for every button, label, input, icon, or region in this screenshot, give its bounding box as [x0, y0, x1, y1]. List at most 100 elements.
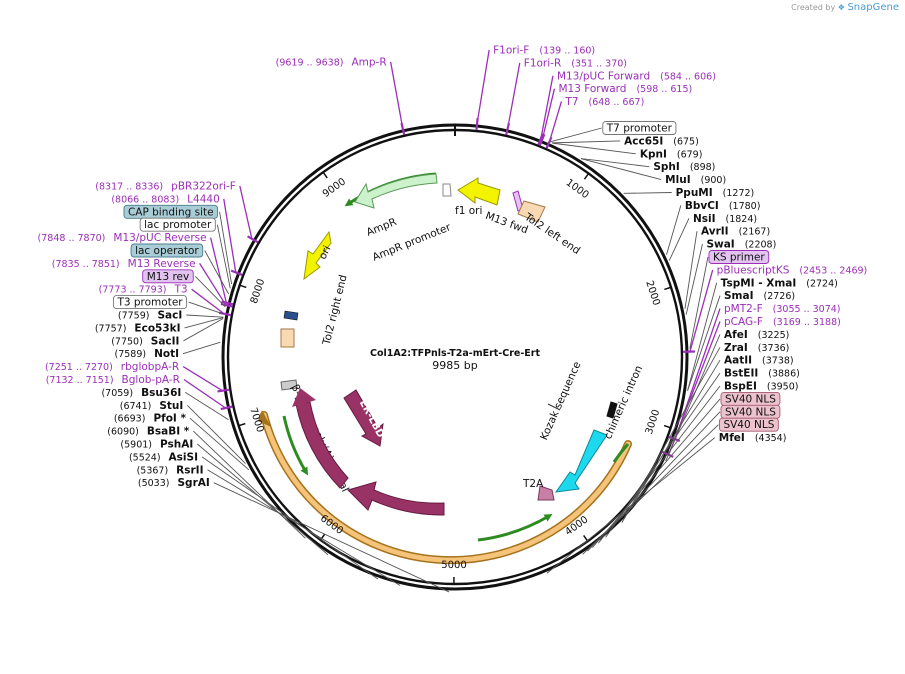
right_labels_rest-label-7[interactable]: NsiI(1824)	[693, 213, 757, 225]
feature-tol2-right-end[interactable]: Tol2 right end	[280, 274, 350, 348]
left_labels_rest-coord-12: (7750)	[111, 336, 143, 347]
right_labels_rest-name-12: TspMI - XmaI	[721, 277, 797, 289]
left_labels_rest-label-6[interactable]: M13 Reverse(7835 .. 7851)	[52, 258, 196, 270]
right_labels_rest-name-14: pMT2-F	[724, 303, 763, 315]
right_labels_rest-box-23	[718, 417, 779, 432]
right_labels_top-label-4[interactable]: T7(648 .. 667)	[564, 96, 644, 108]
right_labels_rest-label-20[interactable]: BspEI(3950)	[724, 381, 798, 393]
right_labels_rest-label-10[interactable]: KS primer	[713, 252, 765, 264]
right_labels_rest-label-24[interactable]: MfeI(4354)	[719, 432, 787, 444]
feature-label-t2a: T2A	[522, 478, 544, 490]
right_labels_rest-label-8[interactable]: AvrII(2167)	[701, 226, 770, 238]
left_labels_rest-label-16[interactable]: Bsu36I(7059)	[101, 387, 181, 399]
left_labels_rest-label-2[interactable]: CAP binding site	[128, 206, 214, 218]
erf-direction-arrow-left	[282, 415, 309, 476]
left_labels_rest-label-18[interactable]: PfoI *(6693)	[114, 413, 187, 425]
left_labels_rest-name-16: Bsu36I	[141, 387, 181, 399]
left_labels_top-label-0[interactable]: Amp-R(9619 .. 9638)	[276, 57, 387, 69]
left_labels_rest-leader-22	[207, 469, 401, 586]
left_labels_rest-label-15[interactable]: Bglob-pA-R(7132 .. 7151)	[46, 374, 180, 386]
right_labels_top-label-0[interactable]: F1ori-F(139 .. 160)	[493, 45, 595, 57]
left_labels_rest-label-1[interactable]: L4440(8066 .. 8083)	[111, 193, 219, 205]
left_labels_rest-label-17[interactable]: StuI(6741)	[120, 400, 184, 412]
right_labels_rest-label-17[interactable]: ZraI(3736)	[724, 342, 789, 354]
left_labels_rest-box-9	[112, 295, 188, 310]
right_labels_rest-coord-13: (2726)	[764, 291, 796, 302]
left_labels_rest-label-12[interactable]: SacII(7750)	[111, 335, 179, 347]
right_labels_rest-label-6[interactable]: BbvCI(1780)	[685, 200, 761, 212]
right_labels_rest-label-5[interactable]: PpuMI(1272)	[676, 187, 755, 199]
right_labels_rest-label-0[interactable]: T7 promoter	[606, 123, 673, 135]
left_labels_rest-label-21[interactable]: AsiSI(5524)	[129, 451, 198, 463]
feature-label-tol2-left-end: Tol2 left end	[522, 211, 583, 257]
left_labels_rest-leader-23	[213, 482, 450, 593]
right_labels_rest-label-16[interactable]: AfeI(3225)	[724, 329, 789, 341]
right_labels_rest-label-3[interactable]: SphI(898)	[653, 161, 715, 173]
right_labels_rest-label-22[interactable]: SV40 NLS	[725, 406, 776, 418]
left_labels_rest-coord-13: (7589)	[114, 349, 146, 360]
credit-created-by: Created by	[791, 3, 836, 12]
right_labels_rest-label-9[interactable]: SwaI(2208)	[706, 239, 776, 251]
left_labels_rest-label-7[interactable]: M13 rev	[147, 271, 190, 283]
left_labels_rest-label-20[interactable]: PshAI(5901)	[120, 439, 193, 451]
right_labels_rest-label-14[interactable]: pMT2-F (3055 .. 3074)	[724, 303, 841, 315]
left_labels_rest-leader-3	[216, 224, 231, 289]
feature-cre[interactable]: Cre	[347, 481, 445, 525]
right_labels_top-label-1[interactable]: F1ori-R(351 .. 370)	[524, 57, 627, 69]
right_labels_rest-label-13[interactable]: SmaI(2726)	[724, 290, 795, 302]
right_labels_rest-label-12[interactable]: TspMI - XmaI(2724)	[721, 277, 838, 289]
feature-ert2[interactable]: ERT2	[292, 388, 349, 489]
feature-kozak-sequence[interactable]: Kozak sequence	[538, 360, 583, 442]
tick-label-2000: 2000	[643, 279, 661, 307]
right_labels_rest-label-21[interactable]: SV40 NLS	[725, 393, 776, 405]
right_labels_rest-label-19[interactable]: BstEII(3886)	[724, 368, 800, 380]
left_labels_rest-label-9[interactable]: T3 promoter	[116, 297, 183, 309]
left_labels_rest-label-5[interactable]: lac operator	[135, 245, 199, 257]
right_labels_rest-label-4[interactable]: MluI(900)	[665, 174, 726, 186]
right_labels_rest-label-11[interactable]: pBluescriptKS(2453 .. 2469)	[717, 264, 868, 276]
right_labels_top-label-3[interactable]: M13 Forward(598 .. 615)	[558, 83, 692, 95]
left_labels_rest-label-4[interactable]: M13/pUC Reverse(7848 .. 7870)	[38, 232, 207, 244]
right_labels_rest-name-8: AvrII	[701, 226, 729, 238]
feature-chimeric-intron[interactable]: chimeric intron	[602, 364, 645, 441]
right_labels_rest-label-2[interactable]: KpnI(679)	[640, 148, 703, 160]
left_labels_rest-label-22[interactable]: RsrII(5367)	[137, 464, 204, 476]
left_labels_rest-coord-17: (6741)	[120, 401, 152, 412]
right_labels_rest-label-18[interactable]: AatII(3738)	[724, 355, 794, 367]
left_labels_rest-coord-19: (6090)	[107, 427, 139, 438]
feature-t2a[interactable]: T2A	[522, 478, 555, 501]
left_labels_rest-leader-5	[204, 250, 229, 295]
left_labels_rest-name-9: T3 promoter	[116, 297, 183, 309]
left_labels_rest-primer-mark-14	[217, 388, 230, 393]
mtfp-direction-arrow	[612, 443, 630, 463]
left_labels_rest-name-20: PshAI	[160, 439, 193, 451]
feature-f1-ori[interactable]: f1 ori	[455, 177, 501, 217]
left_labels_rest-label-23[interactable]: SgrAI(5033)	[138, 477, 210, 489]
right_labels_rest-leader-16	[665, 334, 721, 462]
right_labels_top-label-2[interactable]: M13/pUC Forward(584 .. 606)	[557, 70, 716, 82]
left_labels_rest-label-0[interactable]: pBR322ori-F(8317 .. 8336)	[95, 181, 236, 193]
right_labels_top-leader-2	[540, 75, 554, 139]
right_labels_rest-label-23[interactable]: SV40 NLS	[723, 419, 774, 431]
feature-er-lbd[interactable]: ER-LBD	[343, 389, 386, 447]
left_labels_rest-label-11[interactable]: Eco53kI(7757)	[95, 322, 181, 334]
left_labels_rest-label-8[interactable]: T3(7773 .. 7793)	[99, 284, 188, 296]
right_labels_rest-label-15[interactable]: pCAG-F(3169 .. 3188)	[724, 316, 841, 328]
right_labels_rest-leader-6	[666, 205, 682, 255]
left_labels_rest-name-8: T3	[173, 284, 187, 296]
right_labels_top-coord-3: (598 .. 615)	[636, 84, 692, 95]
feature-ori[interactable]: ori	[303, 230, 334, 281]
left_labels_rest-coord-14: (7251 .. 7270)	[45, 362, 113, 373]
left_labels_rest-label-19[interactable]: BsaBI *(6090)	[107, 426, 189, 438]
left_labels_rest-label-10[interactable]: SacI(7759)	[118, 310, 182, 322]
left_labels_rest-label-13[interactable]: NotI(7589)	[114, 348, 179, 360]
right_labels_top-leader-3	[541, 88, 556, 140]
right_labels_rest-label-1[interactable]: Acc65I(675)	[624, 135, 699, 147]
left_labels_rest-label-14[interactable]: rbglobpA-R(7251 .. 7270)	[45, 361, 179, 373]
right_labels_rest-coord-14: (3055 .. 3074)	[773, 304, 841, 315]
right_labels_rest-name-17: ZraI	[724, 342, 748, 354]
left_labels_rest-label-3[interactable]: lac promoter	[144, 219, 212, 231]
left_labels_rest-leader-6	[199, 263, 227, 306]
feature-ampr[interactable]: AmpR	[354, 173, 438, 239]
left_labels_rest-leader-11	[184, 317, 224, 329]
